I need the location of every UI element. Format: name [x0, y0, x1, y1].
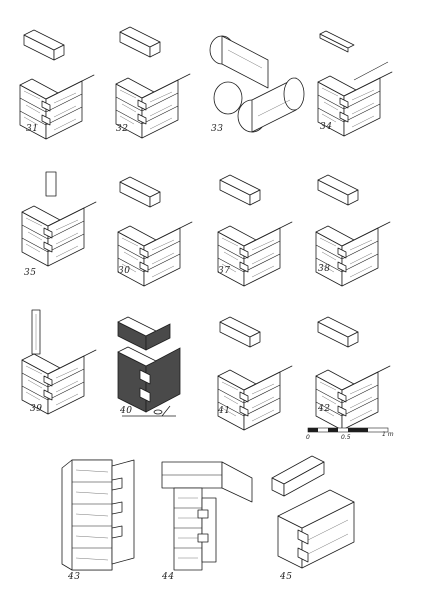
figure-label-42: 42 — [318, 404, 331, 414]
figure-label-36: 30 — [118, 266, 131, 276]
figure-35 — [21, 171, 97, 267]
scale-label-end: 1 m — [382, 431, 394, 438]
figure-label-38: 38 — [318, 264, 331, 274]
figure-44 — [161, 461, 253, 571]
figure-40 — [117, 316, 181, 417]
figure-43 — [61, 459, 135, 571]
figure-label-35: 35 — [24, 268, 37, 278]
figure-label-44: 44 — [162, 572, 175, 582]
figure-45 — [271, 455, 355, 569]
figure-31 — [19, 29, 95, 140]
scale-bar — [307, 427, 389, 433]
figure-label-34: 34 — [320, 122, 333, 132]
scale-label-mid: 0.5 — [341, 434, 351, 441]
figure-39 — [21, 309, 97, 415]
figure-label-45: 45 — [280, 572, 293, 582]
figure-34 — [317, 30, 393, 137]
figure-33 — [209, 35, 305, 133]
figure-label-32: 32 — [116, 124, 129, 134]
figure-label-37: 37 — [218, 266, 231, 276]
figure-label-39: 39 — [30, 404, 43, 414]
figure-label-43: 43 — [68, 572, 81, 582]
figure-label-33: 33 — [211, 124, 224, 134]
figure-label-40: 40 — [120, 406, 133, 416]
figure-label-41: 41 — [218, 406, 231, 416]
figure-label-31: 31 — [26, 124, 39, 134]
figure-32 — [115, 26, 191, 139]
scale-label-start: 0 — [306, 434, 310, 441]
